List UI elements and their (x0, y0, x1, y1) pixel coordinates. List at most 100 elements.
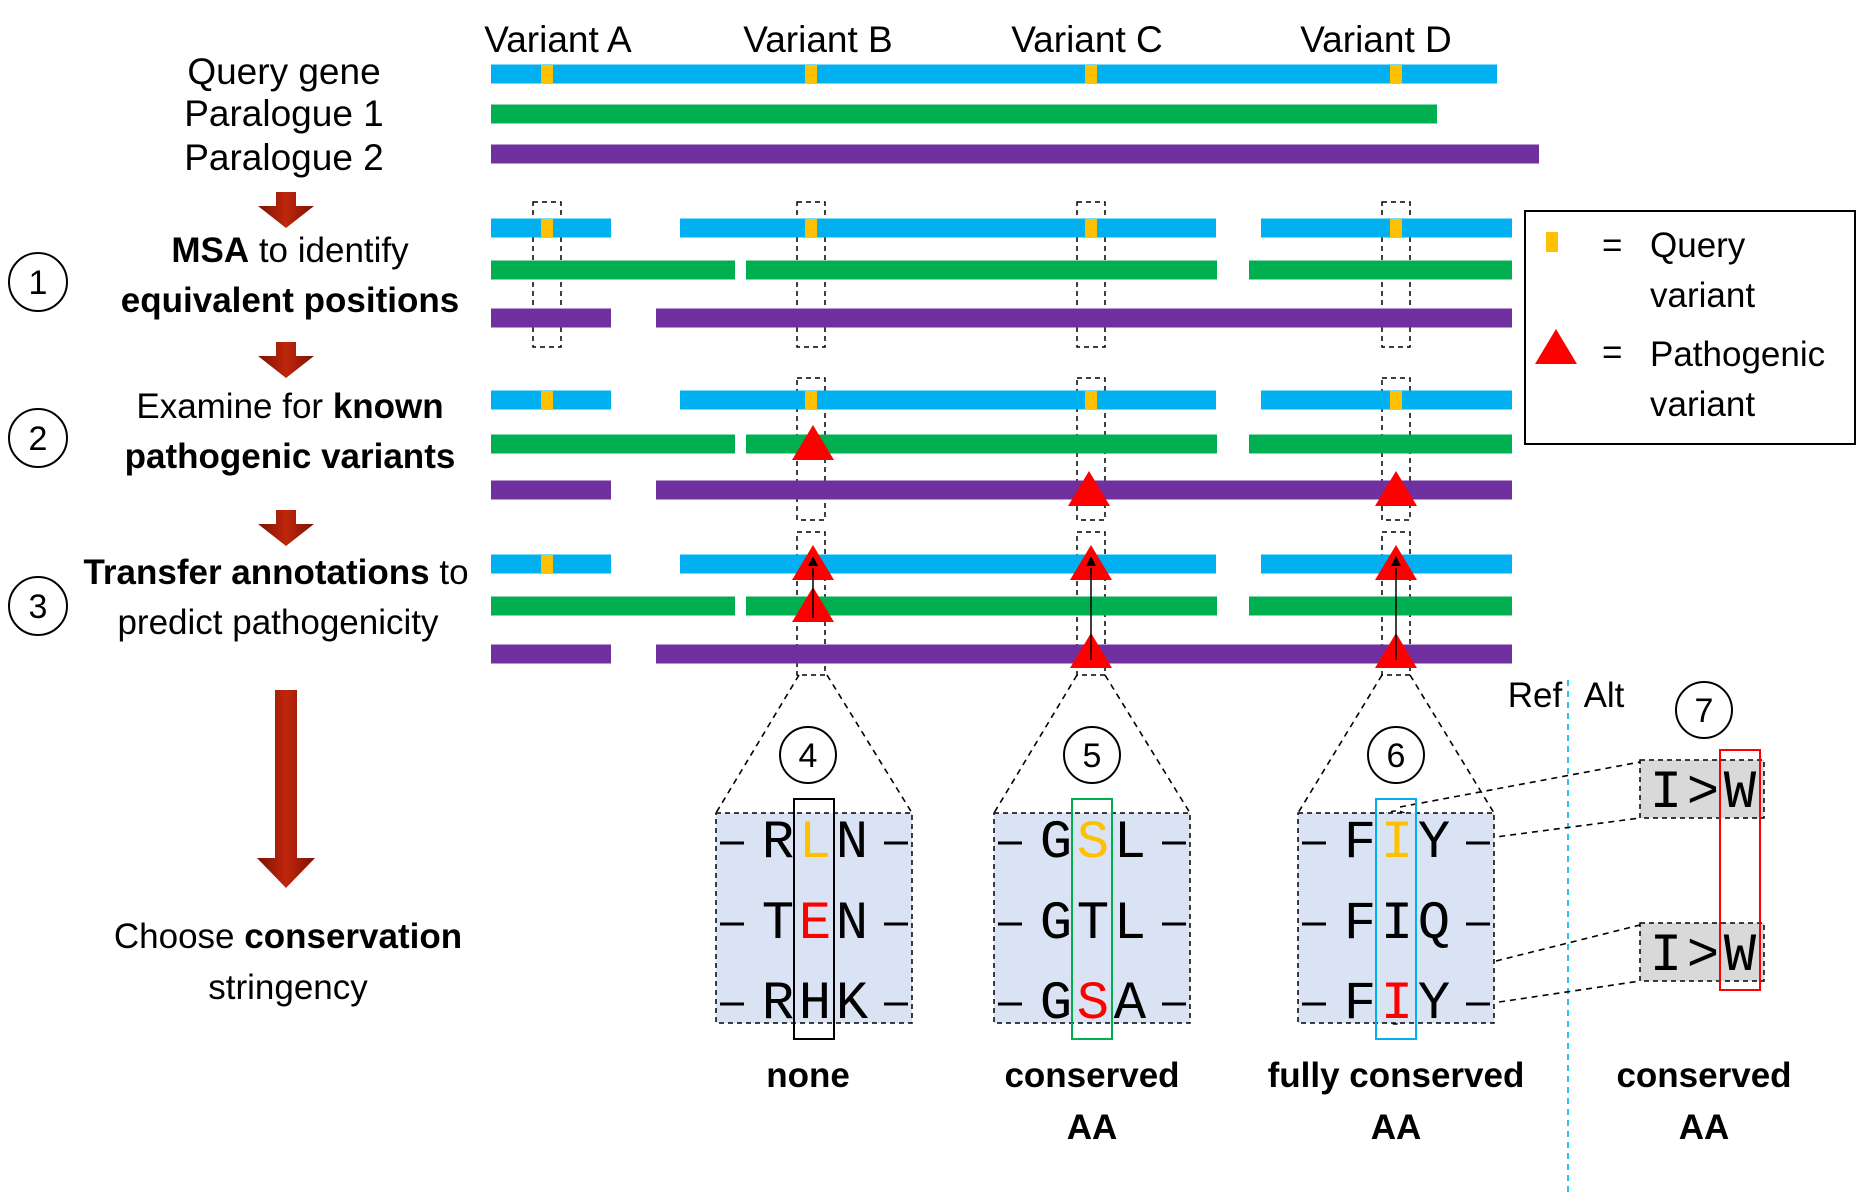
choose-conservation-line-1-part: Choose (114, 917, 244, 956)
step-1-line-1-part: MSA (171, 231, 249, 270)
step-3-circle (8, 576, 68, 636)
step-1-paralogue-1-segment (1249, 260, 1512, 280)
residue: G (1040, 974, 1072, 1035)
alignment-caption: AA (1371, 1108, 1422, 1147)
step-1-circle (8, 252, 68, 312)
residue: S (1077, 813, 1109, 874)
residue: F (1344, 974, 1376, 1035)
query-variant-marker (805, 391, 817, 409)
step-3-paralogue-1-segment (491, 596, 735, 616)
residue: L (1114, 813, 1146, 874)
step-1-line-1: MSA to identify (171, 231, 409, 270)
step-3-line-1-part: to (430, 553, 469, 592)
step-3-circle-number: 3 (29, 588, 48, 626)
substitution-circle-number: 7 (1695, 692, 1714, 730)
step-2-line-1-part: known (333, 387, 444, 426)
conserved-column-highlight (1375, 798, 1417, 1040)
query-variant-marker (805, 65, 817, 83)
legend-pathogenic-icon (1535, 329, 1577, 364)
residue: Y (1418, 813, 1450, 874)
ref-residue: I (1650, 926, 1682, 987)
step-2-line-2: pathogenic variants (125, 437, 456, 476)
substitution-caption: AA (1679, 1108, 1730, 1147)
alignment-caption: AA (1067, 1108, 1118, 1147)
pathogenic-variant-triangle (792, 425, 834, 460)
zoom-line (1104, 674, 1191, 814)
step-1-paralogue-2-segment (491, 308, 611, 328)
gene-label: Query gene (187, 51, 380, 92)
legend-equals: = (1602, 226, 1622, 265)
step-1-line-1-part: to identify (249, 231, 409, 270)
residue: F (1344, 894, 1376, 955)
alignment-box (715, 812, 913, 1024)
alignment-2-circle (1063, 726, 1121, 784)
conserved-column-highlight (793, 798, 835, 1040)
step-2-line-1-part: Examine for (136, 387, 332, 426)
step-1-query-segment (680, 218, 1216, 238)
query-variant-marker (541, 391, 553, 409)
paralogue-1-bar (491, 104, 1437, 124)
step-1-line-2-part: equivalent positions (121, 281, 459, 320)
query-variant-marker (1085, 391, 1097, 409)
residue: Q (1418, 894, 1450, 955)
residue: F (1344, 813, 1376, 874)
residue: I (1381, 894, 1413, 955)
residue: T (1077, 894, 1109, 955)
variant-label: Variant D (1300, 19, 1452, 60)
alignment-1-circle-number: 4 (799, 737, 818, 775)
legend-box (1524, 210, 1856, 445)
down-arrow-small (258, 342, 314, 378)
choose-conservation-line-2: stringency (208, 968, 368, 1007)
ref-label: Ref (1508, 676, 1563, 715)
legend-pathogenic-line-2: variant (1650, 385, 1755, 424)
substitution-operator: > (1687, 763, 1719, 824)
gene-label: Paralogue 1 (184, 93, 384, 134)
legend-equals: = (1602, 333, 1622, 372)
transfer-arrowhead (1086, 556, 1096, 566)
residue: K (836, 974, 869, 1035)
legend-query-variant-icon (1546, 232, 1558, 252)
residue: G (1040, 813, 1072, 874)
substitution-box (1639, 759, 1765, 819)
legend-query-line-1: Query (1650, 226, 1746, 265)
alignment-box (993, 812, 1191, 1024)
query-variant-marker (1390, 65, 1402, 83)
step-2-query-segment (1261, 390, 1512, 410)
step-1-paralogue-1-segment (491, 260, 735, 280)
residue: Y (1418, 974, 1450, 1035)
variant-markers (257, 65, 1856, 1040)
step-2-paralogue-1-segment (491, 434, 735, 454)
substitution-box (1639, 922, 1765, 982)
step-2-circle-number: 2 (29, 420, 48, 458)
zoom-line (1297, 674, 1383, 814)
legend-pathogenic-line-1: Pathogenic (1650, 335, 1825, 374)
choose-conservation-line-1-part: conservation (244, 917, 462, 956)
residue: I (1381, 974, 1413, 1035)
ref-residue: I (1650, 763, 1682, 824)
step-2-paralogue-2-segment (491, 480, 611, 500)
substitution-circle (1675, 681, 1733, 739)
alt-label: Alt (1584, 676, 1625, 715)
zoom-line (993, 674, 1078, 814)
residue: I (1381, 813, 1413, 874)
down-arrow-small (258, 510, 314, 546)
residue: L (799, 813, 831, 874)
transfer-arrowhead (1391, 556, 1401, 566)
mapping-line (1399, 761, 1641, 808)
step-2-paralogue-1-segment (1249, 434, 1512, 454)
residue: H (799, 974, 831, 1035)
query-variant-marker (541, 219, 553, 237)
zoom-line (826, 674, 913, 814)
gene-label: Paralogue 2 (184, 137, 384, 178)
step-3-query-segment (680, 554, 1216, 574)
down-arrow-small (258, 192, 314, 228)
conservation-down-arrow (257, 690, 315, 888)
step-2-paralogue-1-segment (746, 434, 1217, 454)
choose-conservation-line-1: Choose conservation (114, 917, 462, 956)
step-3-paralogue-2-segment (491, 644, 611, 664)
residue: R (762, 813, 794, 874)
step-3-line-2-part: predict pathogenicity (117, 603, 439, 642)
query-gene-bar (491, 64, 1497, 84)
legend-query-line-2: variant (1650, 276, 1755, 315)
